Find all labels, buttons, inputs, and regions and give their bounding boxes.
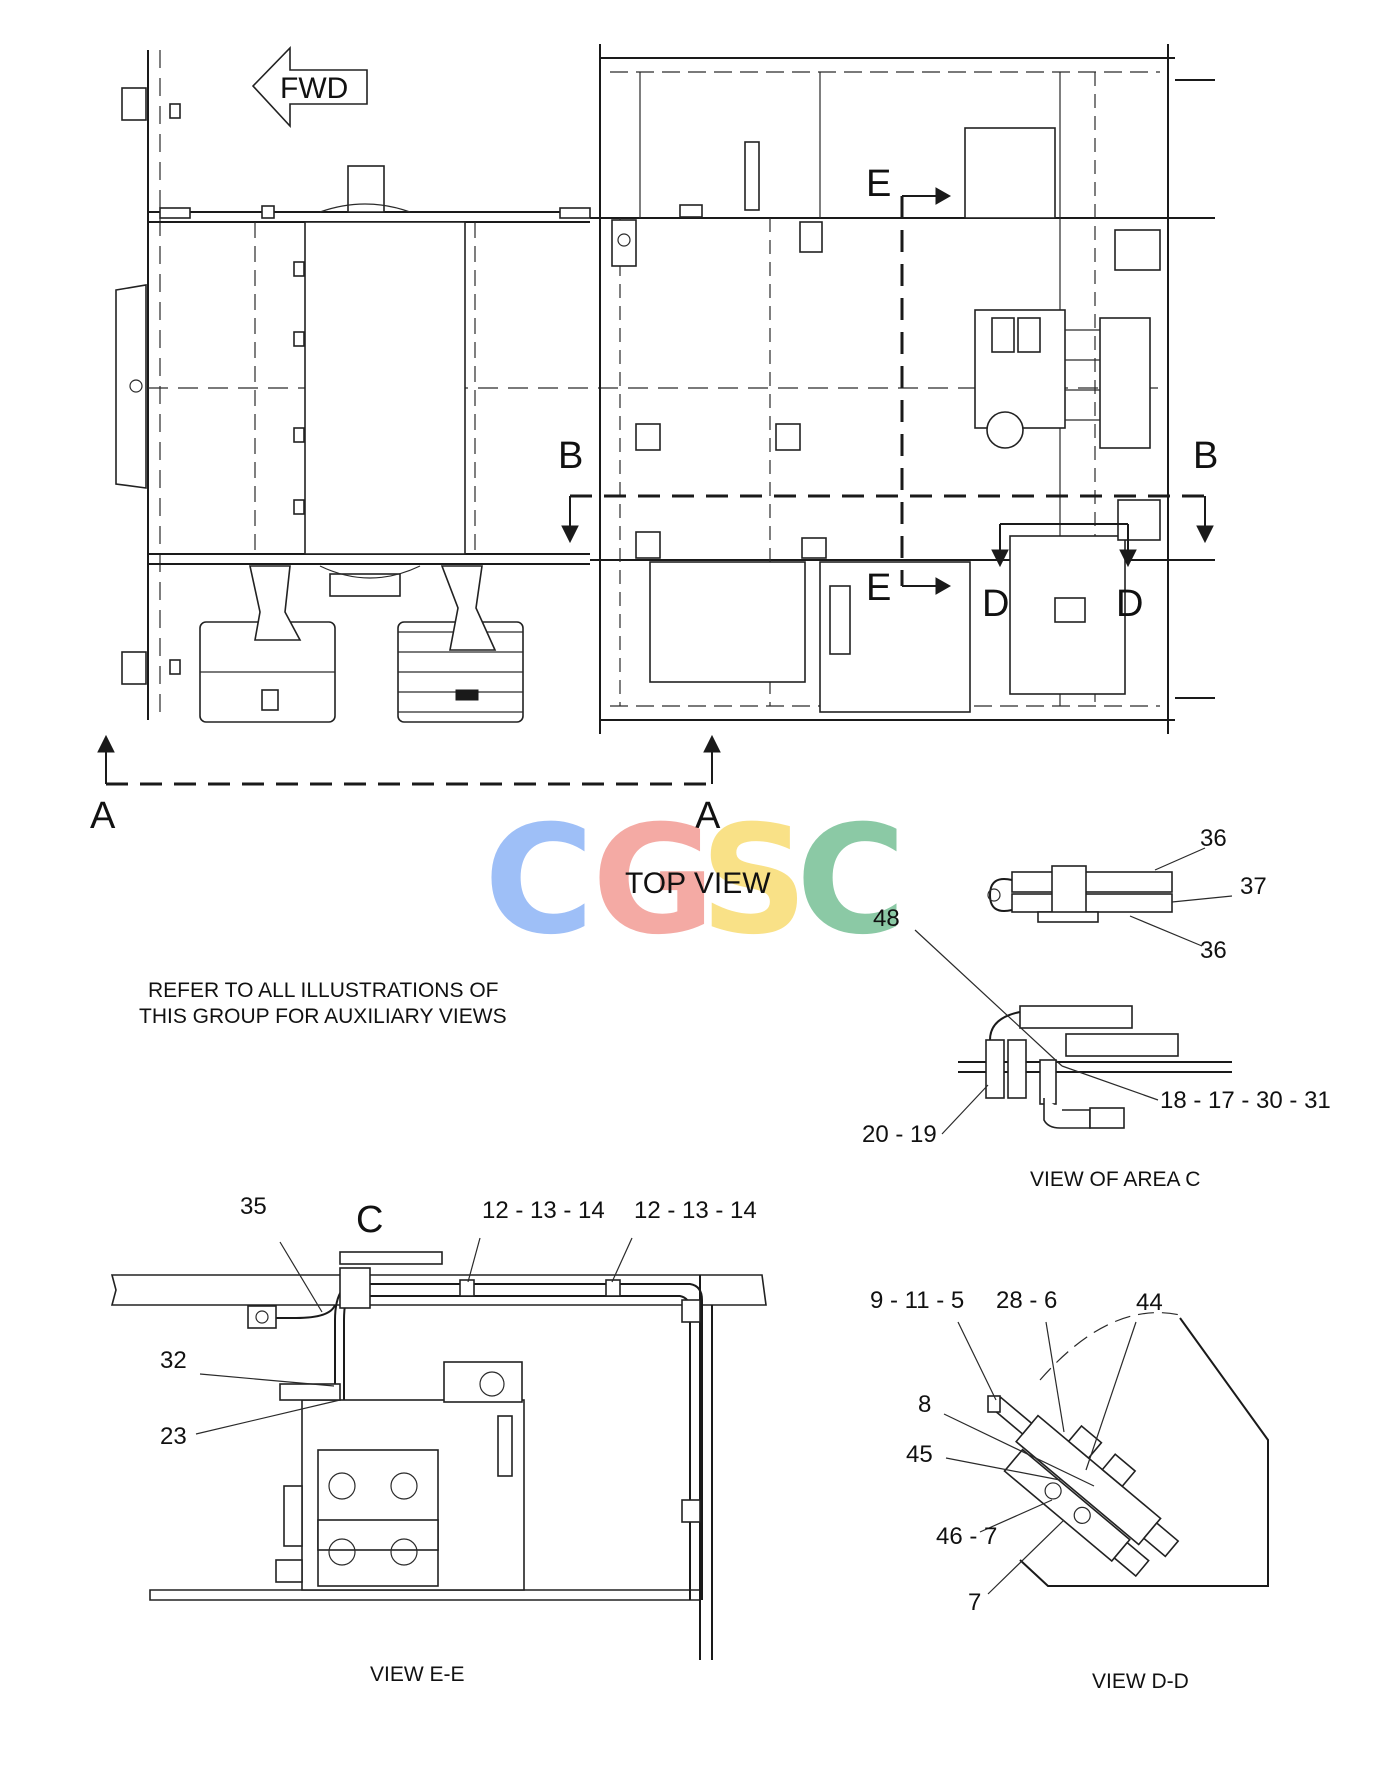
left-frame (115, 50, 181, 720)
section-d-d: D D (982, 523, 1143, 625)
view-e-caption: VIEW E-E (370, 1663, 465, 1686)
view-c-callout-36-bottom: 36 (1200, 937, 1227, 964)
section-a-right-label: A (695, 795, 721, 837)
view-d-callout-9-11-5: 9 - 11 - 5 (870, 1287, 964, 1314)
view-area-c: 36 37 36 48 18 - 17 - 30 - 31 20 - 19 VI… (862, 825, 1331, 1191)
section-b-b: B B (558, 435, 1218, 544)
view-e-callout-35: 35 (240, 1193, 267, 1220)
top-view-caption: TOP VIEW (625, 867, 771, 900)
view-d-callout-28-6: 28 - 6 (996, 1287, 1057, 1314)
top-view: FWD (90, 44, 1218, 837)
view-d-callout-7: 7 (968, 1589, 981, 1616)
watermark-letter-3: S (700, 794, 808, 968)
view-d-callout-45: 45 (906, 1441, 933, 1468)
view-e-callout-12-13-14-left: 12 - 13 - 14 (482, 1197, 605, 1224)
view-e-callout-23: 23 (160, 1423, 187, 1450)
watermark-letter-4: C (796, 794, 906, 968)
section-b-left-label: B (558, 435, 583, 477)
suspension-assembly (199, 565, 524, 723)
section-d-left-label: D (982, 583, 1009, 625)
view-d-callout-8: 8 (918, 1391, 931, 1418)
section-a-left-label: A (90, 795, 116, 837)
view-d-callout-46-7: 46 - 7 (936, 1523, 997, 1550)
fwd-arrow: FWD (251, 46, 368, 129)
section-e-e: E E (866, 163, 952, 609)
section-b-right-label: B (1193, 435, 1218, 477)
view-c-callout-37: 37 (1240, 873, 1267, 900)
fuel-tank (254, 165, 476, 555)
view-c-caption: VIEW OF AREA C (1030, 1168, 1200, 1191)
rear-compartment (590, 44, 1215, 734)
view-c-callout-36-top: 36 (1200, 825, 1227, 852)
watermark-letter-1: C (484, 794, 594, 968)
reference-note: REFER TO ALL ILLUSTRATIONS OF THIS GROUP… (139, 979, 507, 1028)
note-line-2: THIS GROUP FOR AUXILIARY VIEWS (139, 1005, 507, 1028)
view-c-callout-48: 48 (873, 905, 900, 932)
fwd-label: FWD (280, 72, 348, 105)
view-e-e: 35 C 12 - 13 - 14 12 - 13 - 14 32 23 VIE… (110, 1193, 767, 1686)
view-e-callout-12-13-14-right: 12 - 13 - 14 (634, 1197, 757, 1224)
view-e-area-label: C (356, 1199, 383, 1241)
section-d-right-label: D (1116, 583, 1143, 625)
view-e-callout-32: 32 (160, 1347, 187, 1374)
section-a-a: A A (90, 734, 721, 837)
section-e-bottom-label: E (866, 567, 891, 609)
view-c-callout-18-17-30-31: 18 - 17 - 30 - 31 (1160, 1087, 1331, 1114)
view-d-callout-44: 44 (1136, 1289, 1163, 1316)
note-line-1: REFER TO ALL ILLUSTRATIONS OF (148, 979, 498, 1002)
watermark-letter-2: G (592, 794, 715, 968)
view-c-callout-20-19: 20 - 19 (862, 1121, 937, 1148)
view-d-caption: VIEW D-D (1092, 1670, 1189, 1693)
watermark: C G S C (484, 794, 906, 968)
view-d-d: 9 - 11 - 5 28 - 6 44 8 45 46 - 7 7 VIEW … (870, 1287, 1269, 1693)
section-e-top-label: E (866, 163, 891, 205)
